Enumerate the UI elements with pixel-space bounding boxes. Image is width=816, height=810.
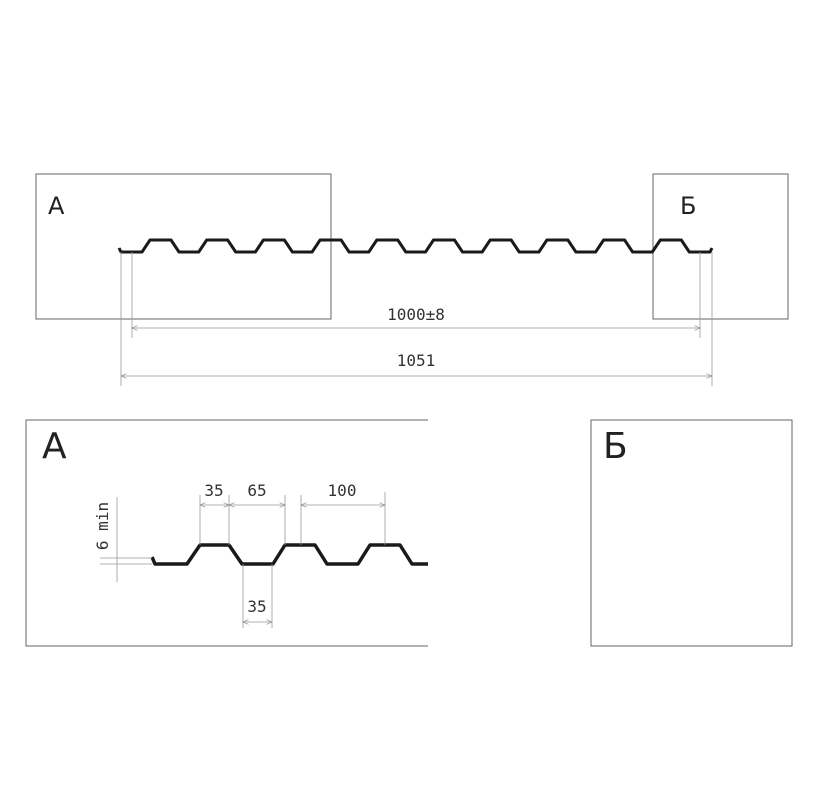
dim-65: 65 <box>247 481 266 500</box>
dim-1000: 1000±8 <box>387 305 445 324</box>
overview-label-b: Б <box>680 192 696 220</box>
detail-a-label: А <box>42 426 67 467</box>
overview-label-a: А <box>48 192 65 220</box>
dim-35-top: 35 <box>204 481 223 500</box>
callout-box-a <box>35 173 332 320</box>
detail-b-frame <box>590 419 793 647</box>
dim-6-min: 6 min <box>93 502 112 550</box>
dim-1051: 1051 <box>397 351 436 370</box>
detail-a-frame <box>25 419 428 647</box>
dim-35-bottom: 35 <box>247 597 266 616</box>
detail-a-profile <box>150 543 428 566</box>
callout-box-b <box>652 173 789 320</box>
overview-profile <box>117 238 714 254</box>
detail-b-label: Б <box>603 426 628 467</box>
dim-100: 100 <box>328 481 357 500</box>
